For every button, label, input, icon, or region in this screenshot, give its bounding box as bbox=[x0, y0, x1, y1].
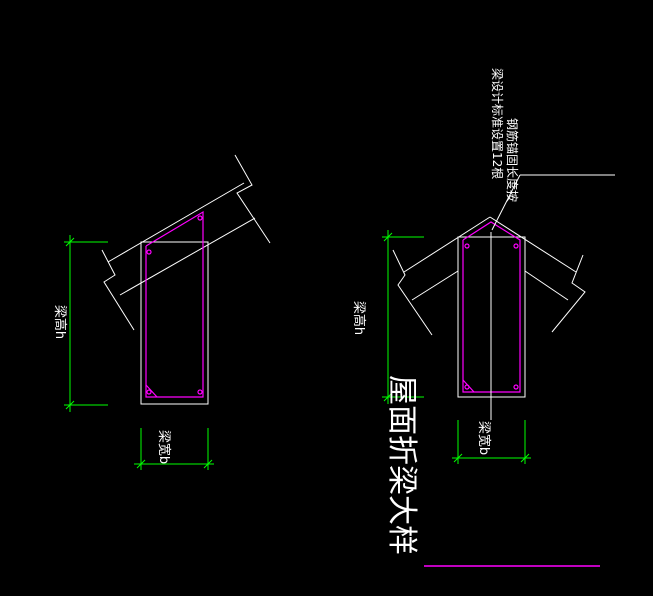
left-height-dimension bbox=[64, 235, 108, 412]
left-rebar-cage bbox=[145, 210, 204, 398]
left-height-label: 梁高h bbox=[52, 305, 68, 339]
right-beam-detail: 梁高h 梁宽b 钢筋锚固长度按 梁设计标准设置12根 bbox=[351, 68, 615, 464]
left-slab-outline bbox=[101, 154, 271, 331]
right-height-label: 梁高h bbox=[351, 301, 367, 335]
right-note-line1: 钢筋锚固长度按 bbox=[505, 118, 520, 202]
right-width-label: 梁宽b bbox=[476, 421, 492, 455]
left-beam-section bbox=[140, 241, 209, 405]
right-width-dimension bbox=[452, 420, 531, 464]
title-text: 屋面折梁大样 bbox=[384, 375, 419, 555]
right-rebar-cage bbox=[462, 221, 521, 393]
right-height-dimension bbox=[382, 230, 424, 404]
left-width-label: 梁宽b bbox=[156, 430, 172, 464]
right-leader-line bbox=[491, 174, 615, 231]
left-width-dimension bbox=[134, 428, 214, 470]
drawing-title: 屋面折梁大样 bbox=[384, 375, 600, 567]
right-note-line2: 梁设计标准设置12根 bbox=[490, 68, 505, 179]
right-slab-outline bbox=[392, 216, 586, 336]
left-beam-detail: 梁高h 梁宽b bbox=[52, 154, 271, 470]
